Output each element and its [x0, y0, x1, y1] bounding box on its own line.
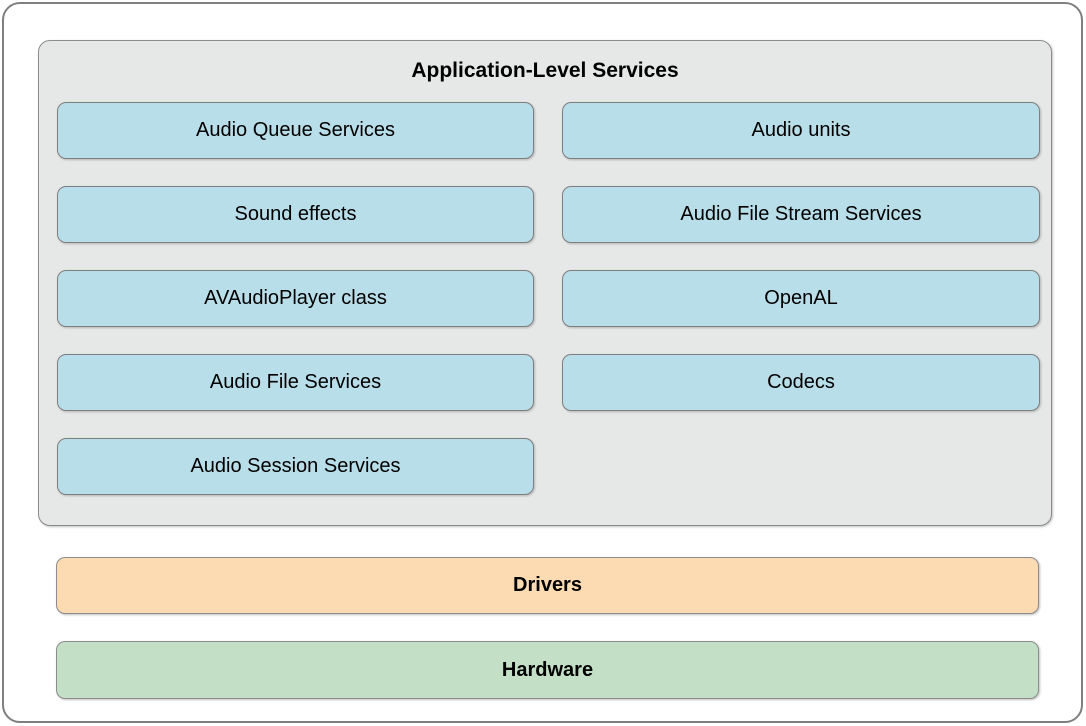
- service-box-codecs: Codecs: [562, 354, 1040, 411]
- application-level-services-title: Application-Level Services: [411, 59, 679, 82]
- service-box-audio-file-stream-services: Audio File Stream Services: [562, 186, 1040, 243]
- services-left-column: Audio Queue Services Sound effects AVAud…: [57, 102, 534, 495]
- service-box-avaudioplayer-class: AVAudioPlayer class: [57, 270, 534, 327]
- service-box-audio-session-services: Audio Session Services: [57, 438, 534, 495]
- service-box-openal: OpenAL: [562, 270, 1040, 327]
- service-box-audio-units: Audio units: [562, 102, 1040, 159]
- services-right-column: Audio units Audio File Stream Services O…: [562, 102, 1040, 411]
- service-box-sound-effects: Sound effects: [57, 186, 534, 243]
- hardware-layer-bar: Hardware: [56, 641, 1039, 699]
- drivers-layer-bar: Drivers: [56, 557, 1039, 614]
- service-box-audio-queue-services: Audio Queue Services: [57, 102, 534, 159]
- service-box-audio-file-services: Audio File Services: [57, 354, 534, 411]
- application-level-services-group: Application-Level Services Audio Queue S…: [38, 40, 1052, 526]
